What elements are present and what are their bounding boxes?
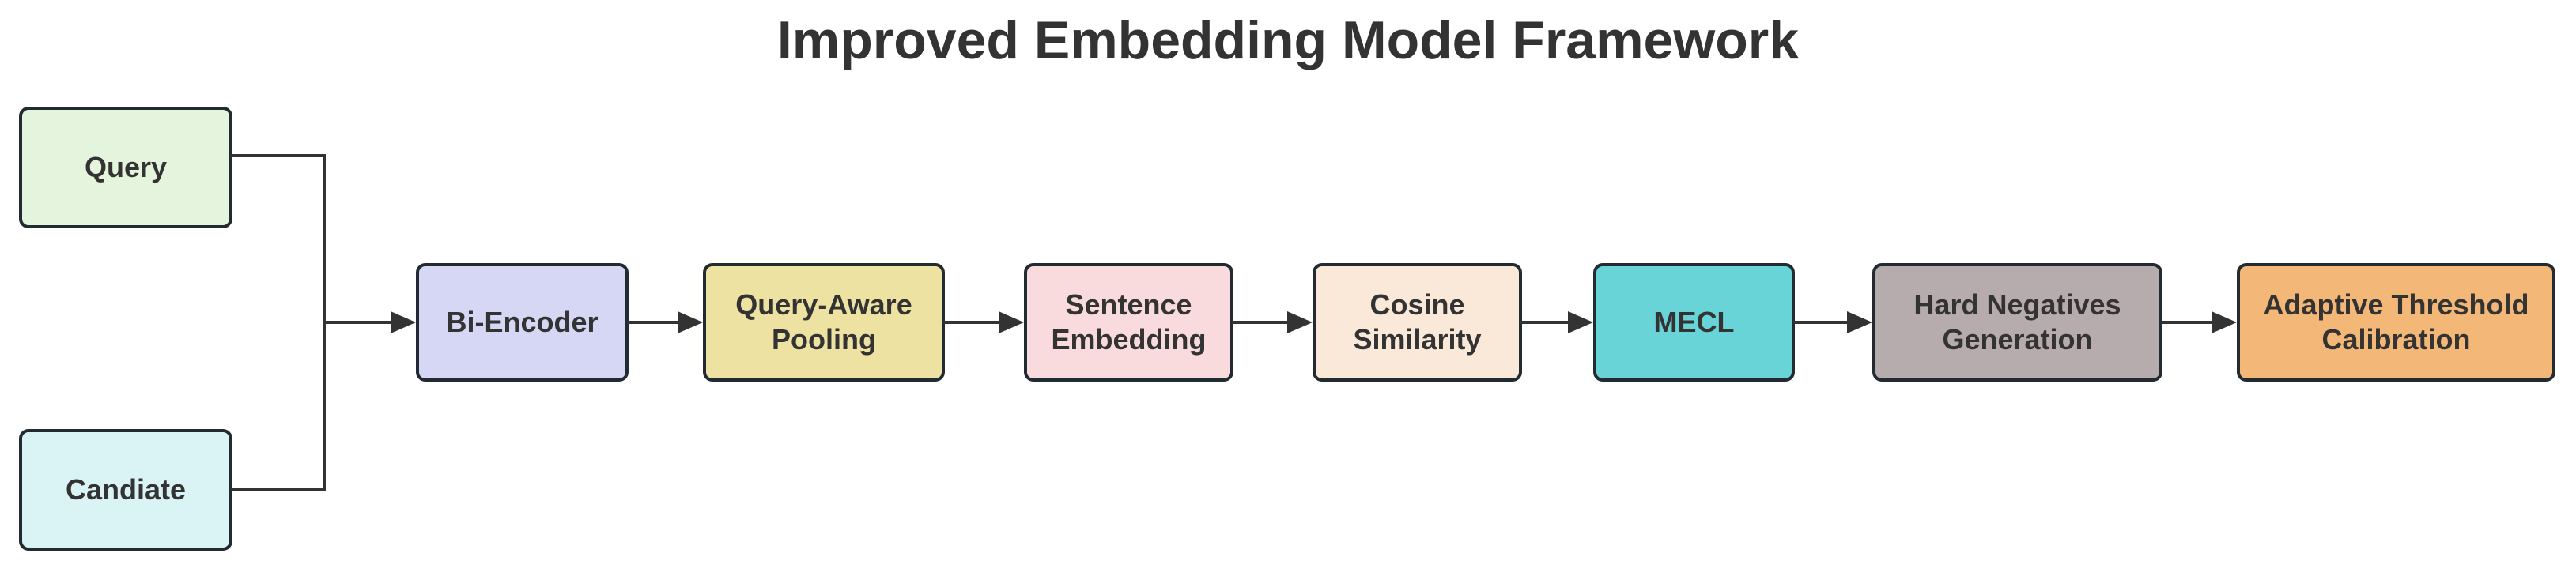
arrowhead-icon-query-aware-pooling [678,311,703,333]
edge-candiate-to-junction [231,488,326,491]
edge-mecl-to-hard-negatives-generation [1793,321,1849,324]
node-candiate-label: Candiate [65,473,187,506]
node-adaptive-threshold-calibration: Adaptive Threshold Calibration [2237,263,2555,382]
node-query-aware-pooling-label: Query-Aware Pooling [735,288,912,356]
node-mecl-label: MECL [1653,306,1735,339]
node-mecl: MECL [1593,263,1795,382]
arrowhead-icon-cosine-similarity [1287,311,1313,333]
node-sentence-embedding-label: Sentence Embedding [1051,288,1207,356]
edge-bi-encoder-to-query-aware-pooling [627,321,679,324]
node-adaptive-threshold-calibration-label: Adaptive Threshold Calibration [2263,288,2529,356]
edge-query-aware-pooling-to-sentence-embedding [943,321,1000,324]
node-sentence-embedding: Sentence Embedding [1024,263,1233,382]
node-cosine-similarity: Cosine Similarity [1313,263,1522,382]
node-candiate: Candiate [19,429,232,551]
edge-query-to-junction [231,154,326,157]
diagram-title: Improved Embedding Model Framework [776,10,1800,70]
node-bi-encoder-label: Bi-Encoder [446,306,599,339]
arrowhead-icon-adaptive-threshold-calibration [2212,311,2237,333]
edge-sentence-embedding-to-cosine-similarity [1232,321,1289,324]
edge-cosine-similarity-to-mecl [1520,321,1569,324]
arrowhead-icon-sentence-embedding [999,311,1024,333]
arrowhead-icon-hard-negatives-generation [1847,311,1872,333]
arrowhead-icon-mecl [1568,311,1593,333]
node-query-label: Query [84,151,168,184]
node-query: Query [19,107,232,228]
node-cosine-similarity-label: Cosine Similarity [1353,288,1482,356]
node-query-aware-pooling: Query-Aware Pooling [703,263,945,382]
arrowhead-icon-bi-encoder [391,311,416,333]
edge-junction-to-bi-encoder [323,321,392,324]
edge-hard-negatives-generation-to-adaptive-threshold-calibration [2161,321,2213,324]
node-hard-negatives-generation-label: Hard Negatives Generation [1913,288,2121,356]
node-hard-negatives-generation: Hard Negatives Generation [1872,263,2162,382]
node-bi-encoder: Bi-Encoder [416,263,629,382]
